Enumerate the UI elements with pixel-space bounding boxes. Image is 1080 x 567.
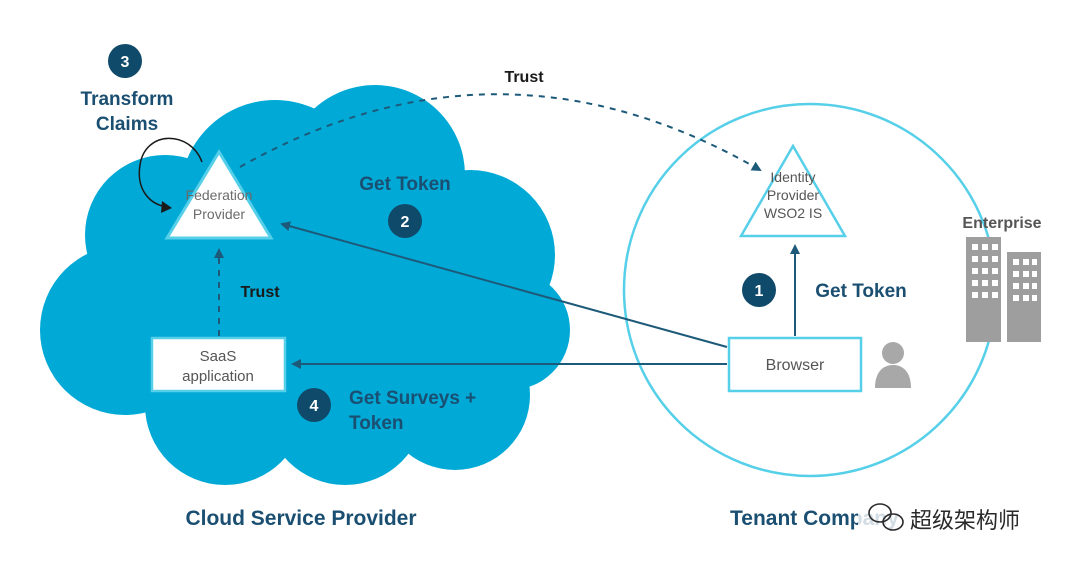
saas-application-box[interactable] xyxy=(150,336,287,393)
step-2-number: 2 xyxy=(401,214,410,231)
step-1-badge xyxy=(742,273,776,307)
tenant-company-label: Tenant Company xyxy=(730,507,899,530)
cloud-service-provider-label: Cloud Service Provider xyxy=(185,507,416,530)
identity-provider-label-line2: Provider xyxy=(767,187,819,203)
browser-box[interactable] xyxy=(727,336,863,393)
watermark-text: 超级架构师 xyxy=(910,509,1020,534)
step-2-label: Get Token xyxy=(359,174,451,195)
identity-provider-label-line3: WSO2 IS xyxy=(764,205,822,221)
step-4-badge xyxy=(297,388,331,422)
federation-provider-label-line2: Provider xyxy=(193,206,245,222)
step-1-number: 1 xyxy=(755,283,764,300)
saas-label-line2: application xyxy=(182,368,254,385)
step-3-badge xyxy=(108,44,142,78)
step-2-badge xyxy=(388,204,422,238)
cloud-service-provider-cloud xyxy=(40,85,570,485)
step-4-number: 4 xyxy=(310,398,319,415)
federation-provider-label-line1: Federation xyxy=(186,187,253,203)
get-token-federation-arrow xyxy=(280,221,728,348)
trust-mid-label: Trust xyxy=(240,284,280,301)
tenant-company-circle xyxy=(622,102,998,478)
identity-provider-label-line1: Identity xyxy=(770,169,815,185)
enterprise-label: Enterprise xyxy=(962,215,1041,232)
loop-arrow-icon xyxy=(138,137,203,213)
saas-label-line1: SaaS xyxy=(200,348,237,365)
watermark: 超级架构师 xyxy=(858,498,1056,538)
step-3-label-line2: Claims xyxy=(96,114,158,135)
federation-provider-triangle[interactable] xyxy=(164,149,274,240)
step-4-label-line2: Token xyxy=(349,413,404,434)
identity-provider-triangle[interactable] xyxy=(738,143,848,238)
person-icon xyxy=(875,342,911,388)
trust-top-label: Trust xyxy=(504,69,544,86)
step-4-label-line1: Get Surveys + xyxy=(349,388,476,409)
step-3-label-line1: Transform xyxy=(81,89,174,110)
building-icon xyxy=(966,237,1041,342)
browser-label: Browser xyxy=(766,357,825,374)
step-3-number: 3 xyxy=(121,54,130,71)
wechat-icon xyxy=(868,503,904,531)
step-1-label: Get Token xyxy=(815,281,907,302)
